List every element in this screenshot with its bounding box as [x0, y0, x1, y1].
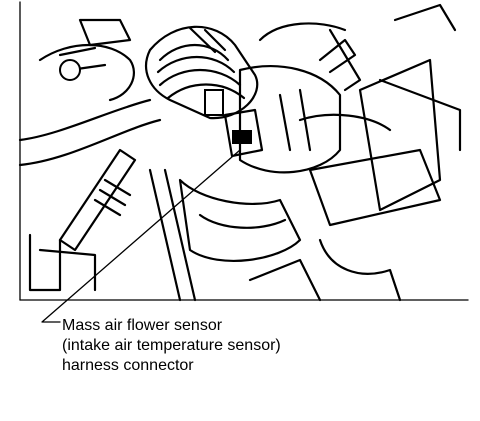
caption-line-3: harness connector — [62, 357, 194, 374]
lower-left-shaft — [28, 148, 137, 292]
callout-caption: Mass air flower sensor (intake air tempe… — [62, 316, 281, 376]
lower-engine-body — [148, 168, 402, 302]
air-cleaner-box — [298, 3, 462, 227]
drawing-border — [19, 1, 469, 301]
caption-line-1: Mass air flower sensor — [62, 317, 223, 334]
callout-leader — [41, 149, 241, 323]
maf-sensor-housing — [204, 22, 362, 174]
intake-duct-bellows — [145, 25, 259, 120]
caption-line-2: (intake air temperature sensor) — [62, 337, 281, 354]
left-hoses — [18, 18, 162, 167]
